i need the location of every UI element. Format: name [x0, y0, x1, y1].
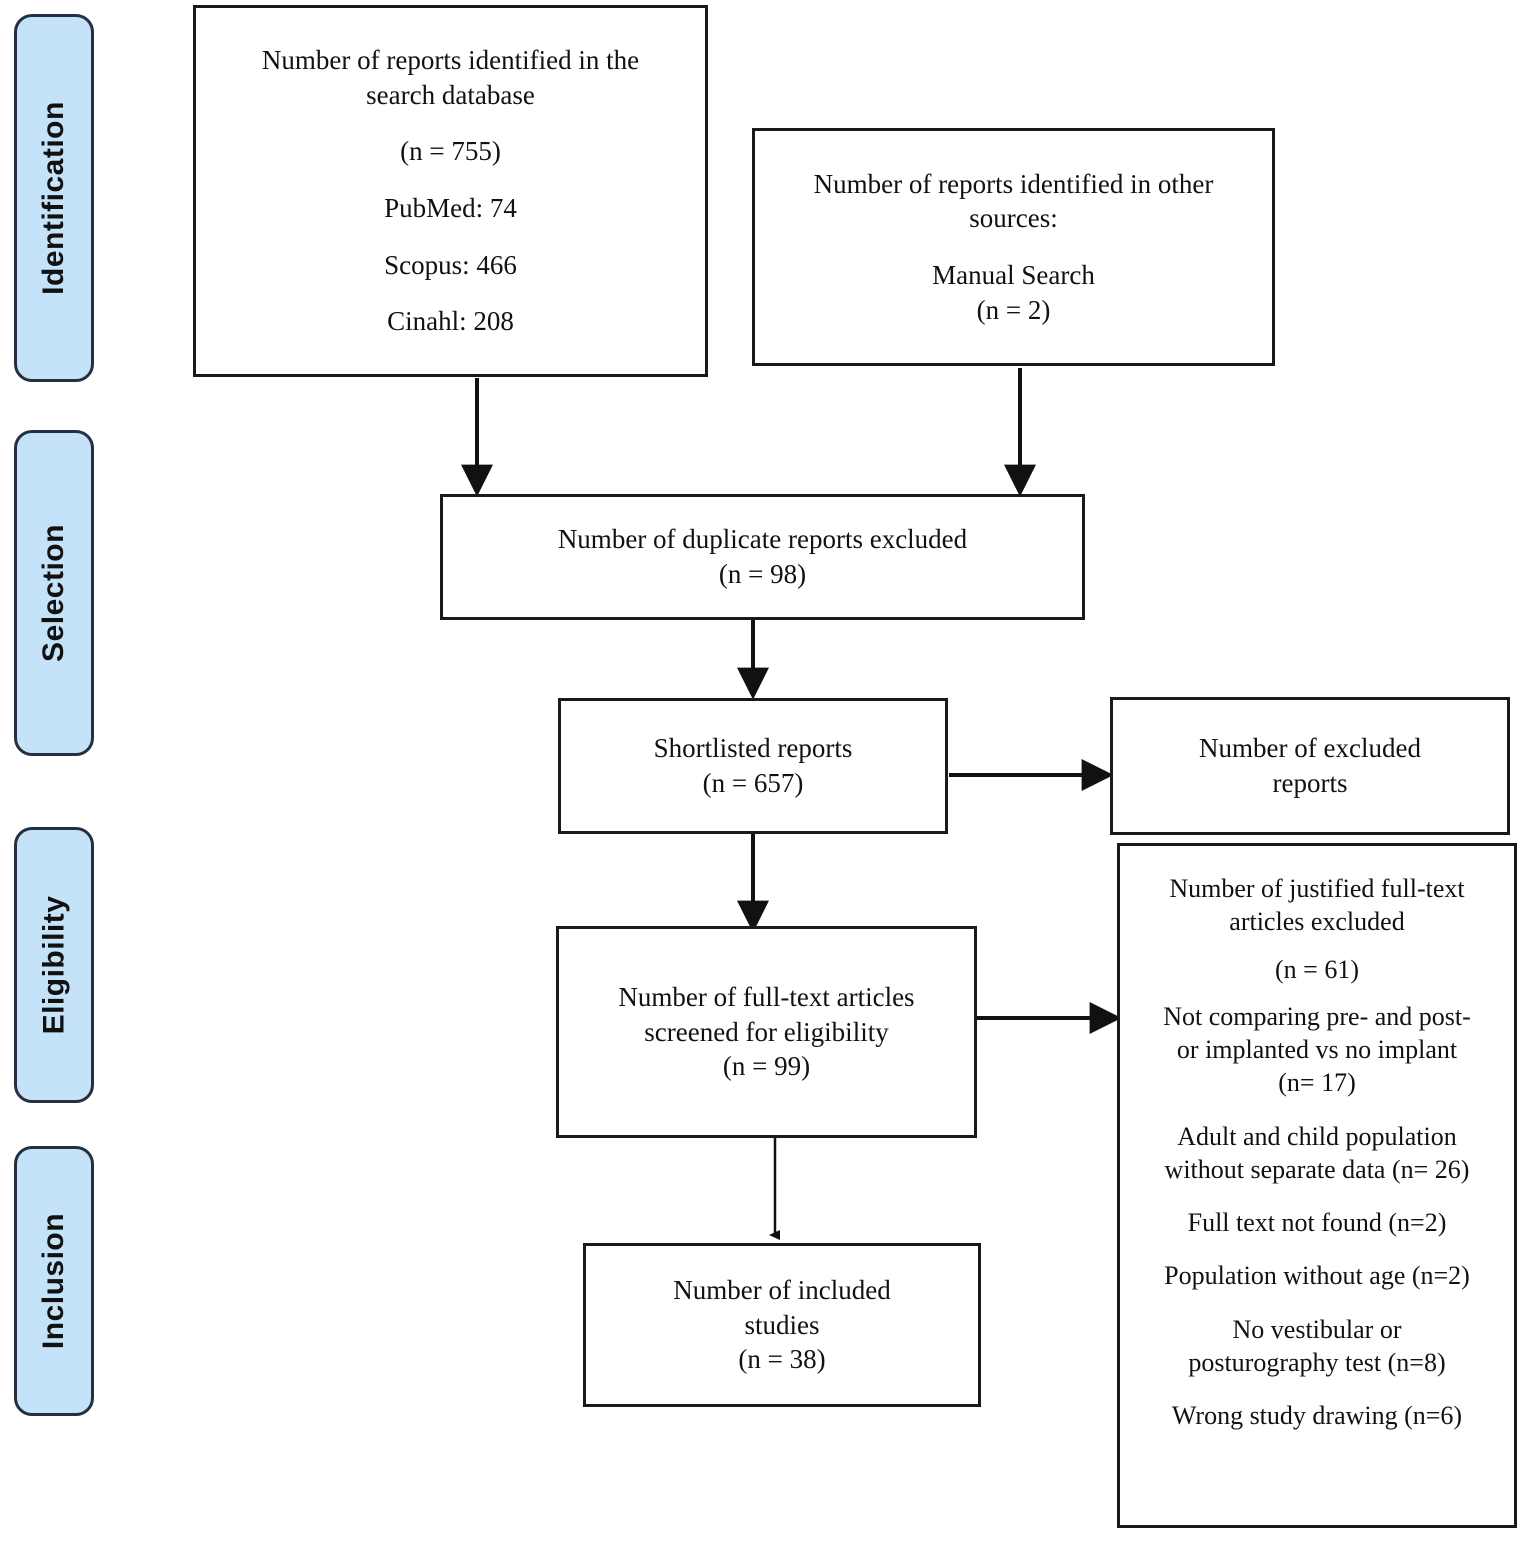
box-excluded-reasons-list: Number of justified full-text articles e… [1117, 843, 1517, 1528]
exclusion-reason-item: Adult and child population without separ… [1134, 1120, 1500, 1187]
box-other-sources: Number of reports identified in other so… [752, 128, 1275, 366]
shortlisted-count: (n = 657) [702, 768, 804, 798]
other-sources-line3: Manual Search [932, 260, 1095, 290]
excluded-list-heading-line2: articles excluded [1229, 907, 1405, 937]
box-excluded-reports: Number of excluded reports [1110, 697, 1510, 835]
exclusion-reason-item: Full text not found (n=2) [1134, 1206, 1500, 1239]
stage-label-eligibility-text: Eligibility [37, 895, 71, 1035]
fulltext-line2: screened for eligibility [644, 1016, 889, 1047]
stage-label-eligibility: Eligibility [14, 827, 94, 1103]
other-sources-count: (n = 2) [976, 294, 1051, 325]
database-search-source-cinahl: Cinahl: 208 [387, 306, 514, 337]
database-search-source-pubmed: PubMed: 74 [384, 193, 517, 223]
duplicates-count: (n = 98) [718, 559, 807, 589]
exclusion-reason-0-line2: or implanted vs no implant [1176, 1035, 1458, 1065]
excluded-reports-line1: Number of excluded [1199, 733, 1421, 764]
exclusion-reason-item: Population without age (n=2) [1134, 1259, 1500, 1292]
box-fulltext-screened: Number of full-text articles screened fo… [556, 926, 977, 1138]
exclusion-reason-0-count: (n= 17) [1278, 1068, 1356, 1098]
excluded-list-heading-count: (n = 61) [1275, 954, 1359, 984]
exclusion-reason-item: No vestibular or posturography test (n=8… [1134, 1313, 1500, 1380]
exclusion-reason-5-line1: Wrong study drawing (n=6) [1171, 1401, 1463, 1431]
box-shortlisted-reports: Shortlisted reports (n = 657) [558, 698, 948, 834]
box-database-search: Number of reports identified in the sear… [193, 5, 708, 377]
exclusion-reason-2-line1: Full text not found (n=2) [1187, 1208, 1447, 1238]
exclusion-reason-item: Not comparing pre- and post- or implante… [1134, 1000, 1500, 1100]
other-sources-line2: sources: [969, 203, 1058, 234]
exclusion-reason-1-line1: Adult and child population [1177, 1121, 1457, 1151]
database-search-source-scopus: Scopus: 466 [384, 249, 517, 280]
exclusion-reason-4-line2: posturography test (n=8) [1188, 1347, 1446, 1377]
database-search-count: (n = 755) [400, 136, 501, 167]
excluded-list-heading-line1: Number of justified full-text [1169, 874, 1465, 903]
stage-label-inclusion: Inclusion [14, 1146, 94, 1416]
exclusion-reason-0-line1: Not comparing pre- and post- [1163, 1001, 1471, 1031]
exclusion-reason-item: Wrong study drawing (n=6) [1134, 1399, 1500, 1432]
shortlisted-line1: Shortlisted reports [653, 733, 853, 764]
stage-label-inclusion-text: Inclusion [37, 1212, 70, 1350]
box-duplicates-excluded: Number of duplicate reports excluded (n … [440, 494, 1085, 620]
stage-label-identification-text: Identification [37, 101, 71, 295]
stage-label-identification: Identification [14, 14, 94, 382]
fulltext-line1: Number of full-text articles [618, 982, 915, 1013]
included-line1: Number of included [673, 1275, 891, 1306]
included-line2: studies [744, 1309, 820, 1340]
stage-label-selection: Selection [14, 430, 94, 756]
stage-label-selection-text: Selection [37, 524, 70, 662]
database-search-line1: Number of reports identified in the [261, 45, 640, 76]
fulltext-count: (n = 99) [722, 1051, 811, 1082]
exclusion-reason-4-line1: No vestibular or [1232, 1314, 1402, 1344]
included-count: (n = 38) [738, 1344, 826, 1375]
duplicates-line1: Number of duplicate reports excluded [557, 524, 968, 555]
box-included-studies: Number of included studies (n = 38) [583, 1243, 981, 1407]
excluded-reports-line2: reports [1272, 768, 1348, 798]
exclusion-reason-1-line2: without separate data (n= 26) [1164, 1154, 1470, 1184]
database-search-line2: search database [366, 79, 535, 110]
exclusion-reason-3-line1: Population without age (n=2) [1164, 1261, 1470, 1291]
other-sources-line1: Number of reports identified in other [813, 168, 1214, 199]
